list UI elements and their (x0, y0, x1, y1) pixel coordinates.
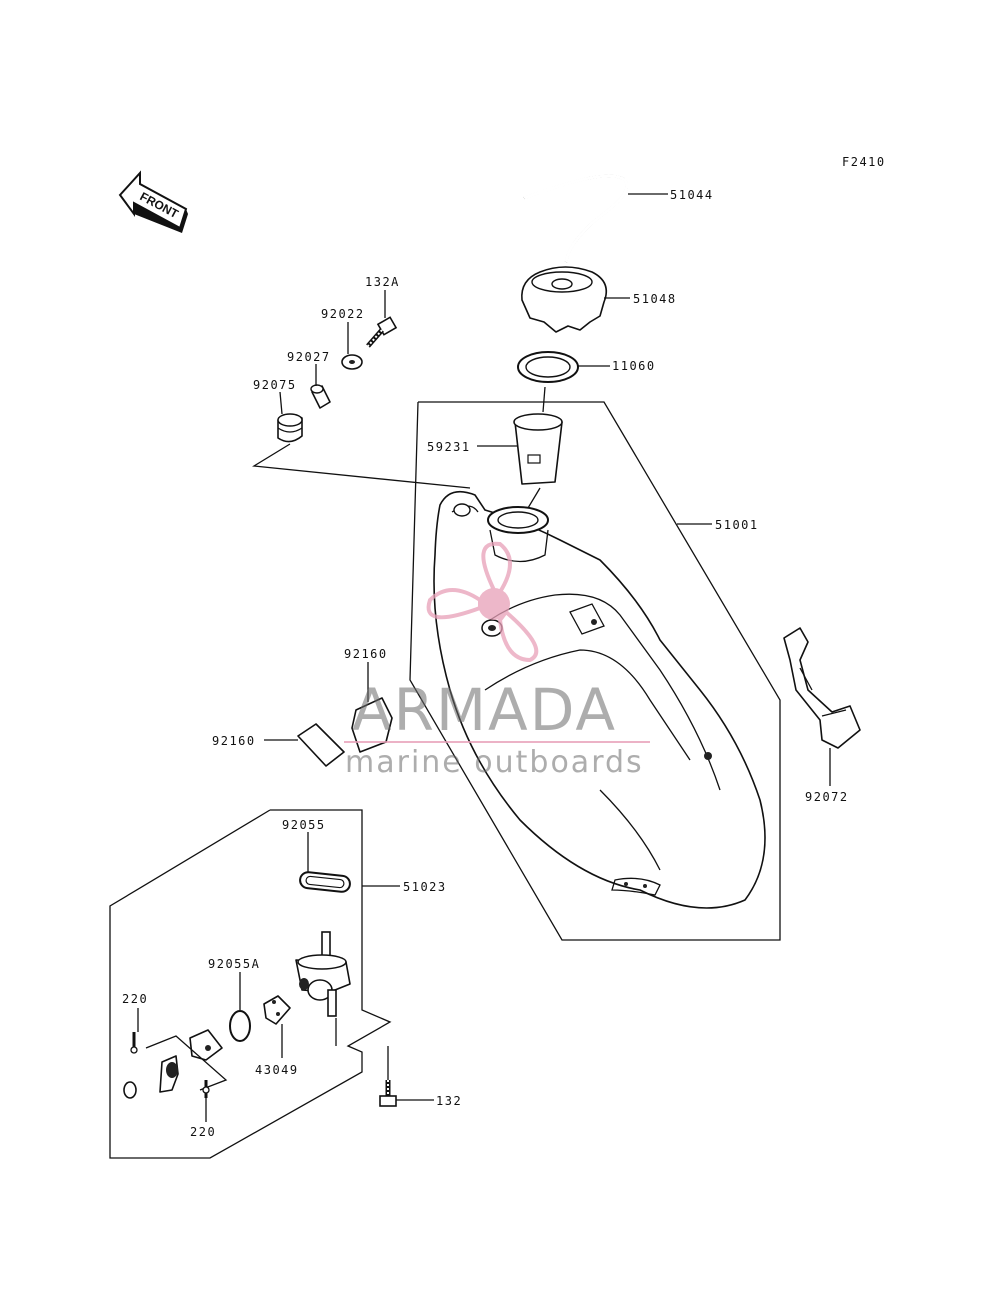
grommet-92075 (252, 391, 471, 489)
screw-220-lower (202, 1080, 210, 1122)
label-92027: 92027 (287, 350, 331, 364)
fuel-tank (433, 490, 766, 909)
label-92055a: 92055A (208, 957, 260, 971)
pad-92160-lower (264, 723, 345, 767)
gasket-92055 (299, 832, 351, 893)
label-132: 132 (436, 1094, 462, 1108)
watermark-tagline: marine outboards (345, 745, 644, 780)
label-92160-lower: 92160 (212, 734, 256, 748)
watermark-brand: ARMADA (352, 676, 617, 744)
label-132a: 132A (365, 275, 400, 289)
label-92022: 92022 (321, 307, 365, 321)
label-11060: 11060 (612, 359, 656, 373)
armada-watermark: ARMADA marine outboards (344, 541, 650, 780)
washer-92022 (341, 322, 363, 370)
fuel-cock (295, 931, 351, 1046)
fuel-cock-assembly-frame (109, 809, 400, 1159)
fuel-filter (477, 386, 563, 519)
label-43049: 43049 (255, 1063, 299, 1077)
label-92075: 92075 (253, 378, 297, 392)
label-51023: 51023 (403, 880, 447, 894)
label-220-upper: 220 (122, 992, 148, 1006)
label-51044: 51044 (670, 188, 714, 202)
label-92055: 92055 (282, 818, 326, 832)
label-51048: 51048 (633, 292, 677, 306)
o-ring-92055a (229, 972, 251, 1042)
breather-hose (523, 174, 668, 263)
gasket-43049 (263, 995, 291, 1058)
bolt-132a (366, 290, 398, 348)
bolt-132 (379, 1046, 434, 1107)
cap-gasket (517, 351, 610, 383)
propeller-logo-icon (426, 541, 539, 663)
pad-92160-upper (351, 662, 393, 753)
strap-92072 (783, 627, 861, 786)
label-51001: 51001 (715, 518, 759, 532)
screw-220-upper (130, 1008, 139, 1054)
tank-assembly-frame (409, 401, 781, 941)
fuel-cap (521, 266, 630, 333)
label-92072: 92072 (805, 790, 849, 804)
label-59231: 59231 (427, 440, 471, 454)
collar-92027 (310, 364, 331, 409)
figure-code: F2410 (842, 155, 886, 169)
lever-plate (123, 1029, 228, 1099)
label-220-lower: 220 (190, 1125, 216, 1139)
front-arrow-icon: FRONT (118, 170, 188, 233)
label-92160-upper: 92160 (344, 647, 388, 661)
